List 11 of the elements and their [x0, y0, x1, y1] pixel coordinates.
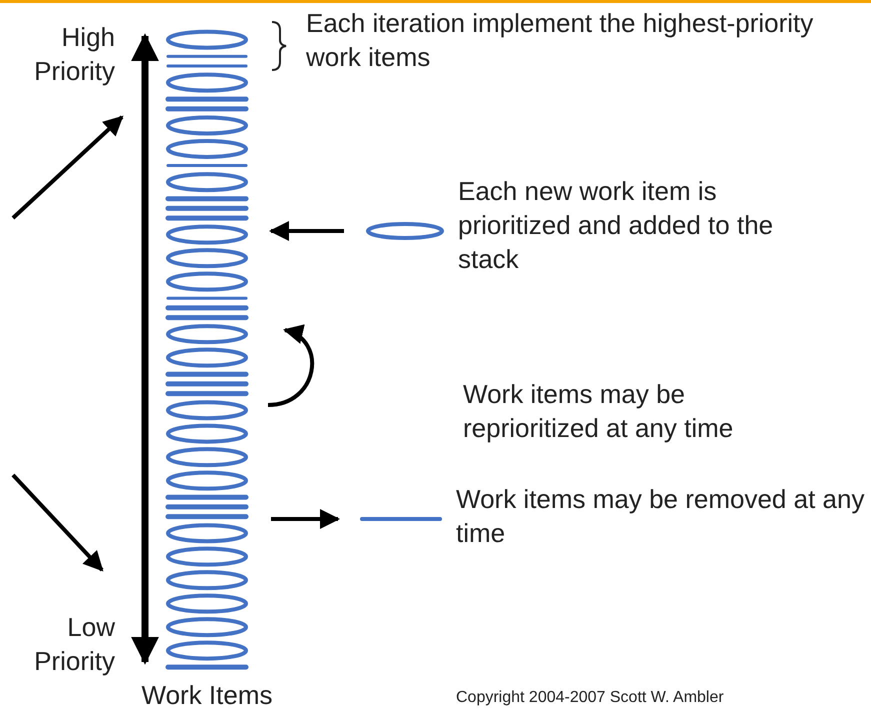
curved-arrow [268, 326, 314, 407]
description-text: Work items may be removed at any time [456, 483, 866, 550]
description-text: Each new work item is prioritized and added to the stack [458, 175, 774, 276]
stack-label: Work Items [142, 680, 272, 710]
arrow [269, 221, 344, 241]
description-text: Each iteration implement the highest-priority work items [306, 7, 814, 74]
priority-label: Low Priority [33, 611, 115, 678]
arrow [271, 509, 340, 529]
priority-label: High Priority [33, 21, 115, 88]
copyright-note: Copyright 2004-2007 Scott W. Ambler [456, 688, 725, 708]
description-text: Work items may be reprioritized at any time [463, 378, 734, 445]
